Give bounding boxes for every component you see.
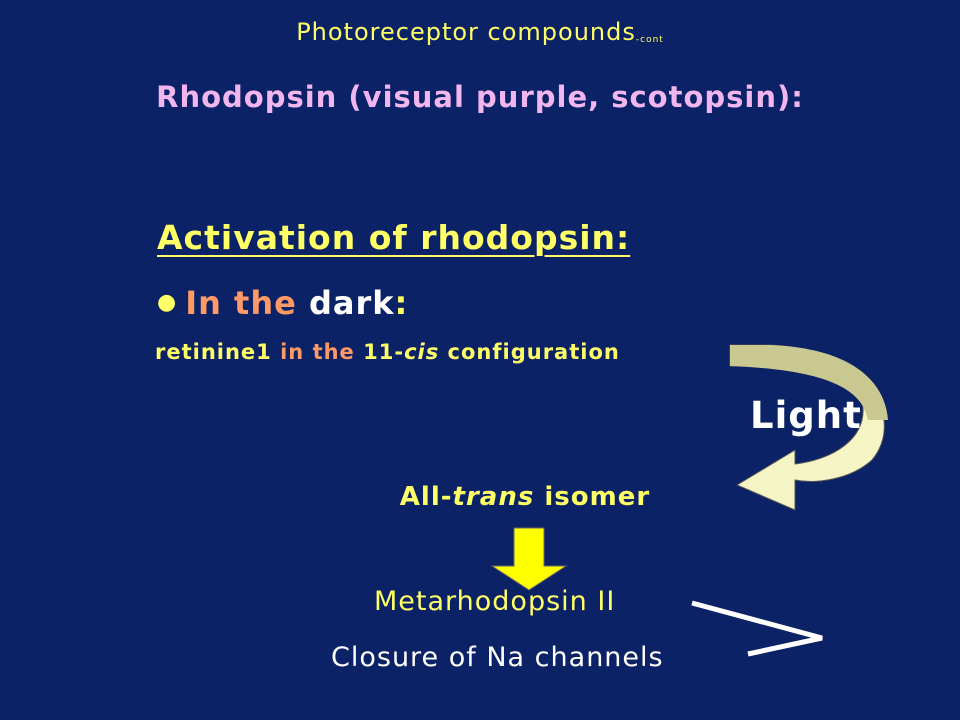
header-title-suffix: -cont bbox=[635, 35, 664, 45]
isomer-trans: trans bbox=[452, 482, 535, 512]
isomer-word: isomer bbox=[534, 482, 651, 512]
bullet-dark: ● In the dark: bbox=[157, 284, 408, 322]
slide-subtitle: Rhodopsin (visual purple, scotopsin): bbox=[156, 80, 804, 114]
bullet-text-in-the: In the bbox=[185, 284, 309, 322]
section-heading: Activation of rhodopsin: bbox=[157, 218, 631, 257]
retinine-11: 11- bbox=[363, 340, 405, 364]
isomer-all: All- bbox=[399, 482, 453, 512]
retinine-line: retinine1 in the 11-cis configuration bbox=[155, 340, 620, 364]
retinine-cis: cis bbox=[404, 340, 440, 364]
bullet-dot-icon: ● bbox=[157, 290, 178, 315]
isomer-line: All-trans isomer bbox=[0, 482, 960, 512]
retinine-in-the: in the bbox=[271, 340, 364, 364]
connector-bracket bbox=[691, 600, 823, 657]
bullet-text-colon: : bbox=[394, 284, 409, 322]
retinine-configuration: configuration bbox=[439, 340, 620, 364]
light-arrow-top-shade bbox=[730, 345, 888, 420]
page-header: Photoreceptor compounds-cont bbox=[0, 18, 960, 46]
retinine-term: retinine1 bbox=[155, 340, 272, 364]
header-title: Photoreceptor compounds bbox=[296, 18, 636, 46]
down-arrow-icon bbox=[490, 527, 568, 591]
bullet-text-dark: dark bbox=[308, 284, 395, 322]
metarhodopsin-label: Metarhodopsin II bbox=[374, 586, 616, 617]
light-label: Light bbox=[750, 394, 862, 437]
closure-label: Closure of Na channels bbox=[331, 642, 664, 673]
